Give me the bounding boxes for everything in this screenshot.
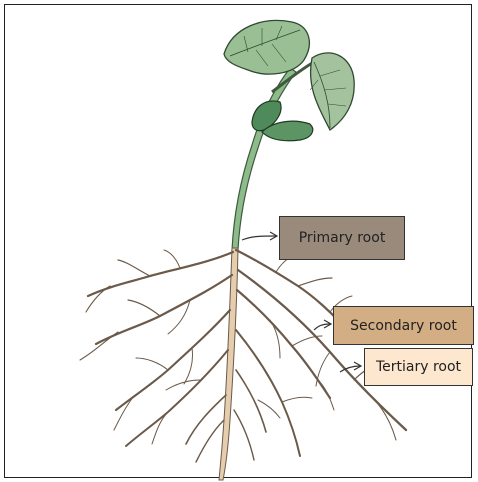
tertiary-root-label: Tertiary root bbox=[364, 348, 473, 386]
lateral-roots bbox=[80, 250, 406, 462]
primary-root-label: Primary root bbox=[279, 216, 405, 260]
right-leaf bbox=[311, 53, 355, 130]
arrow-secondary bbox=[314, 324, 330, 330]
secondary-root-label: Secondary root bbox=[333, 306, 474, 345]
top-leaf bbox=[224, 20, 309, 74]
